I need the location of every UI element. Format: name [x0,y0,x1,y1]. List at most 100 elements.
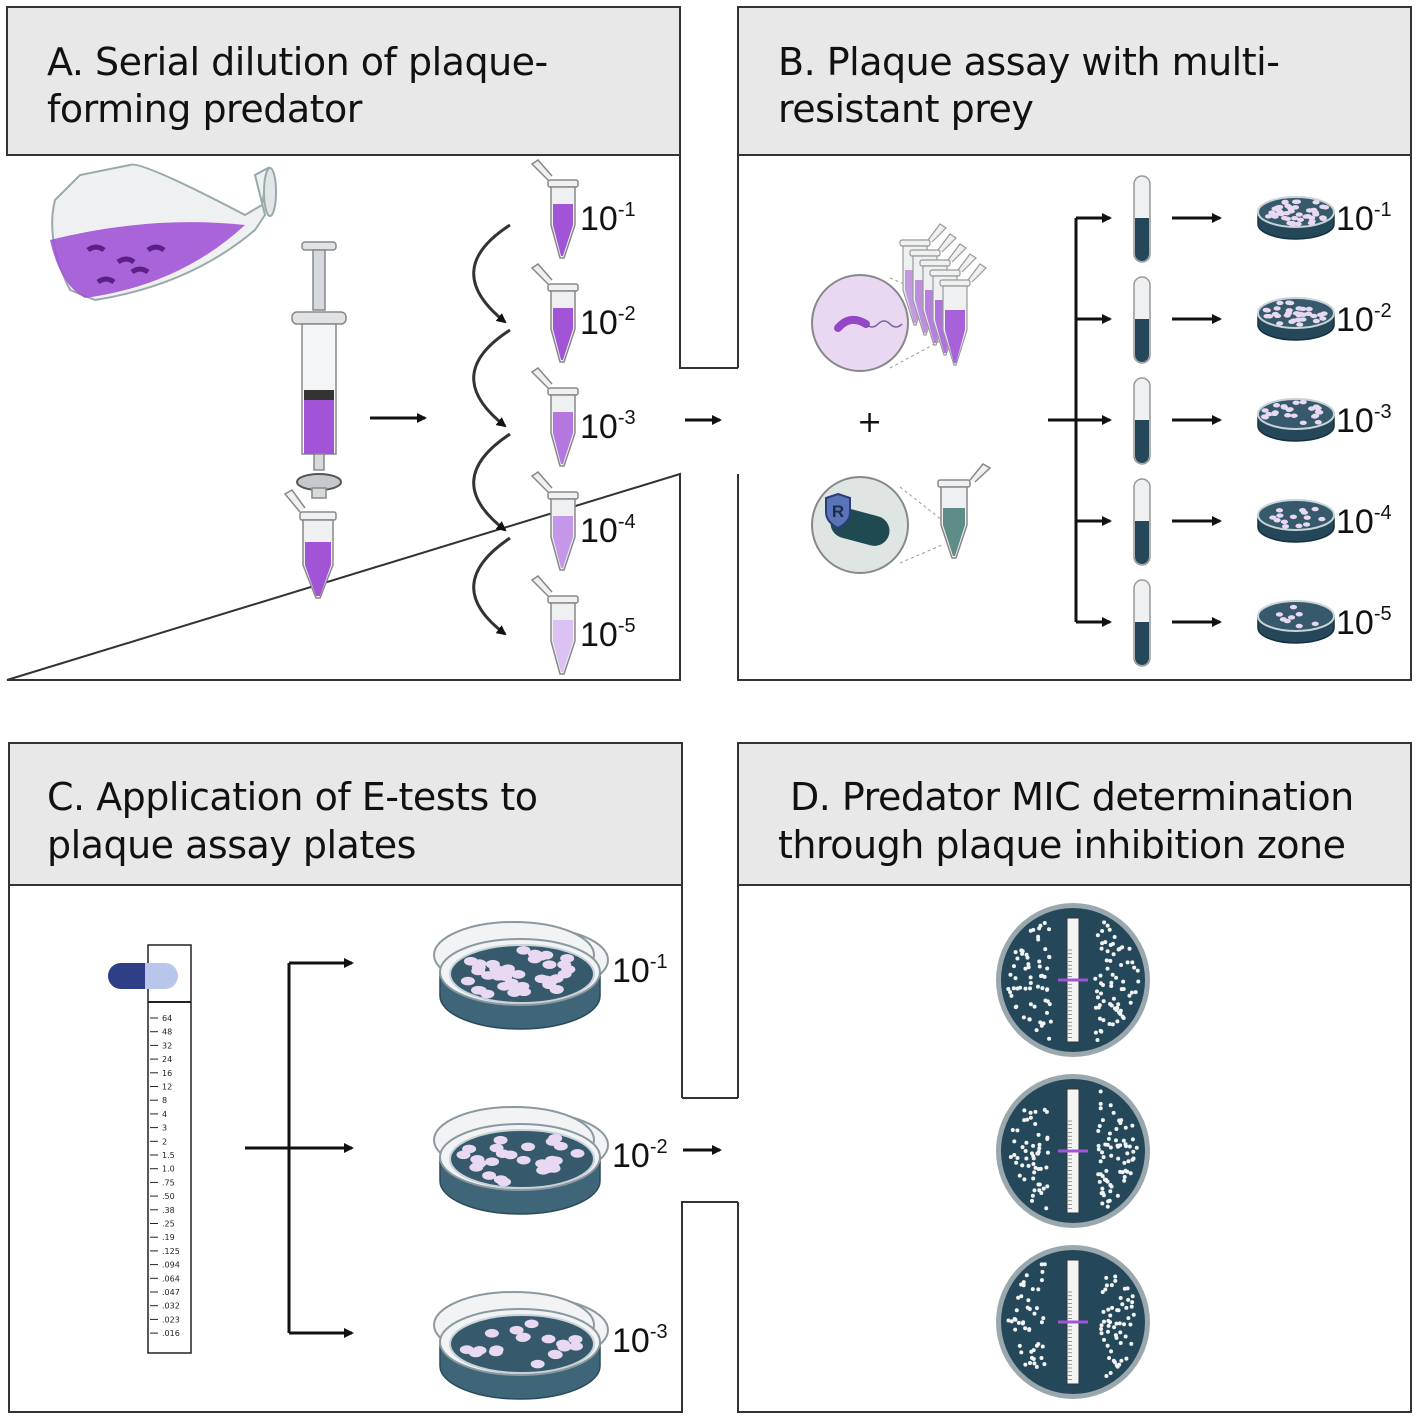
plate-stack-icon: 10-3 [433,1291,668,1400]
panel-c-title-line2: plaque assay plates [47,823,416,867]
petri-dish-icon [449,944,595,1004]
panel-c-body [8,885,738,1413]
resistant-prey-zoom-icon: R [811,476,943,574]
culture-tube-icon [1133,175,1151,263]
scale-value: .125 [162,1247,180,1256]
scale-value: .38 [162,1206,175,1215]
scale-value: .016 [162,1329,180,1338]
scale-value: 1.0 [162,1165,175,1174]
mic-plate-icon [996,903,1150,1057]
panel-a-title-line1: A. Serial dilution of plaque- [47,40,548,84]
plate-stack-icon: 10-1 [433,921,668,1030]
plate-stacks-c: 10-1 10-2 10-3 [433,921,668,1400]
flask-icon [50,163,277,302]
scale-value: 1.5 [162,1151,175,1160]
dilution-tube-icon [530,471,579,571]
plaque-assay-rows: 10-1 10-2 10-3 10-4 10-5 [1076,175,1392,667]
panel-b-title-line1: B. Plaque assay with multi- [778,40,1279,84]
panel-a: A. Serial dilution of plaque- forming pr… [6,6,738,681]
dilution-label: 10-5 [1336,603,1392,642]
plaque-assay-row: 10-5 [1076,579,1392,667]
scale-value: 8 [162,1096,167,1105]
dilution-transfer-arrows [472,223,511,636]
scale-value: .25 [162,1220,175,1229]
panel-b: B. Plaque assay with multi- resistant pr… [737,6,1412,681]
scale-value: .75 [162,1178,175,1187]
dilution-label: 10-2 [580,303,636,342]
petri-dish-icon [1257,600,1335,644]
predator-tube-stack-icon [899,223,987,366]
scale-value: 32 [162,1041,172,1050]
dilution-tube-icon [530,263,579,363]
dilution-tube-icon [530,575,579,675]
panel-c-title-line1: C. Application of E-tests to [47,775,538,819]
dilution-label: 10-3 [580,407,636,446]
dilution-label: 10-1 [612,951,668,990]
petri-dish-icon [1257,499,1335,543]
scale-value: 64 [162,1014,172,1023]
plaque-assay-row: 10-2 [1076,276,1392,364]
mic-plate-icon [996,1074,1150,1228]
mic-plate-icon [996,1245,1150,1399]
scale-value: .50 [162,1192,175,1201]
dilution-label: 10-1 [1336,199,1392,238]
panel-d: D. Predator MIC determination through pl… [737,742,1412,1413]
dilution-label: 10-2 [1336,300,1392,339]
plate-stack-icon: 10-2 [433,1106,668,1215]
panel-a-body [6,154,738,681]
dilution-label: 10-1 [580,199,636,238]
shield-icon [825,492,851,530]
etest-strip-icon [147,944,192,1354]
dilution-label: 10-4 [580,511,636,550]
branch-arrows-b [1048,218,1078,622]
capsule-icon [108,963,178,989]
dilution-label: 10-5 [580,615,636,654]
culture-tube-icon [1133,579,1151,667]
plus-sign: + [857,405,882,440]
scale-value: 16 [162,1069,172,1078]
panel-b-header [737,6,1412,156]
etest-scale: 64483224161284321.51.0.75.50.38.25.19.12… [150,1014,180,1338]
petri-dish-icon [449,1129,595,1189]
dilution-label: 10-4 [1336,502,1392,541]
dilution-tubes-a [530,159,579,675]
plaque-assay-row: 10-3 [1076,377,1392,465]
plaque-assay-row: 10-4 [1076,478,1392,566]
scale-value: .094 [162,1261,180,1270]
scale-value: .064 [162,1274,180,1283]
culture-tube-icon [1133,377,1151,465]
panel-c: C. Application of E-tests to plaque assa… [8,742,738,1413]
petri-dish-icon [449,1314,595,1374]
dilution-label: 10-3 [612,1321,668,1360]
branch-arrows-c [245,958,354,1338]
scale-value: .032 [162,1302,180,1311]
dilution-tube-icon [530,159,579,259]
scale-value: .023 [162,1315,180,1324]
panel-a-header [6,6,681,156]
filtered-tube-icon [283,489,337,599]
resistance-label: R [832,502,844,521]
panel-d-header [737,742,1412,886]
dilution-label: 10-2 [612,1136,668,1175]
panel-a-title-line2: forming predator [47,87,363,131]
predator-zoom-icon [811,274,943,372]
culture-tube-icon [1133,478,1151,566]
panel-d-title-line1: D. Predator MIC determination [790,775,1354,819]
dilution-labels-a: 10-1 10-2 10-3 10-4 10-5 [580,199,636,654]
panel-c-header [8,742,683,886]
panel-d-body [737,885,1412,1413]
prey-tube-icon [937,463,992,559]
panel-b-title-line2: resistant prey [778,87,1033,131]
scale-value: 48 [162,1028,172,1037]
petri-dish-icon [1257,398,1335,442]
petri-dish-icon [1257,297,1335,341]
dilution-label: 10-3 [1336,401,1392,440]
mic-plates-d [996,903,1150,1399]
petri-dish-icon [1257,196,1335,240]
scale-value: 12 [162,1083,172,1092]
panel-d-title-line2: through plaque inhibition zone [778,823,1346,867]
panel-b-body [737,155,1412,681]
scale-value: 4 [162,1110,167,1119]
culture-tube-icon [1133,276,1151,364]
scale-value: .19 [162,1233,175,1242]
